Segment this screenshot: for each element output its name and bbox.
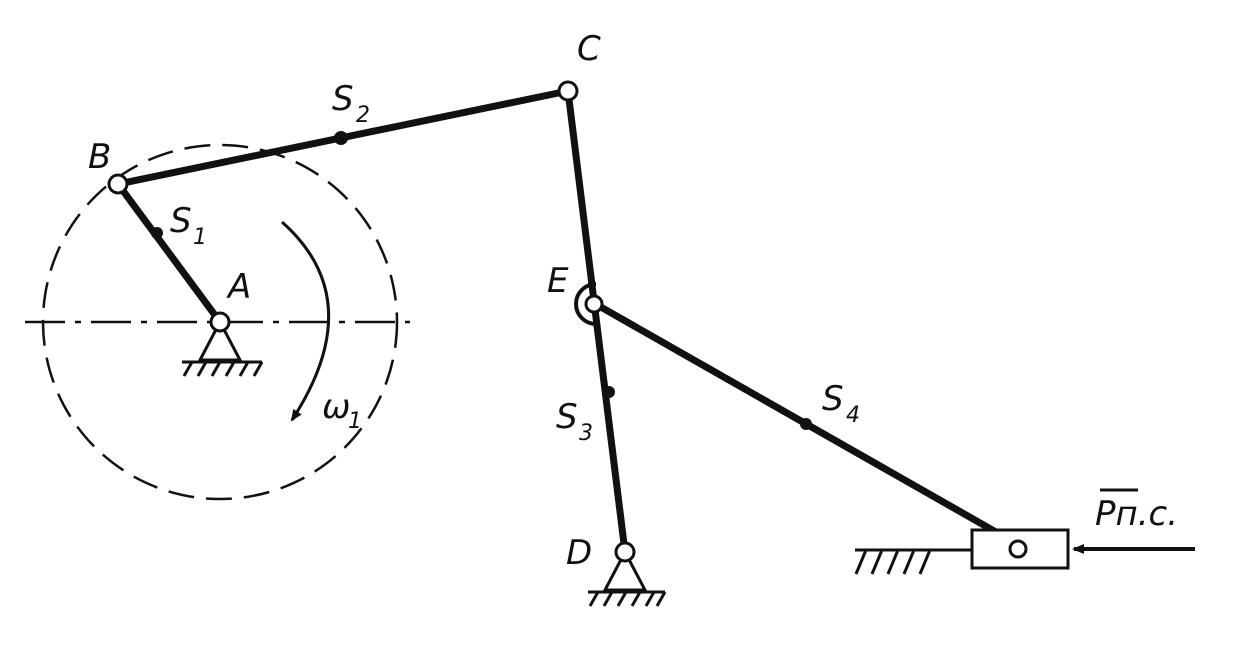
joint-e-bracket	[574, 282, 597, 326]
label-s4: S	[822, 379, 844, 419]
label-s3-sub: 3	[579, 421, 593, 446]
label-a: A	[226, 267, 251, 307]
joint-e	[584, 294, 604, 314]
mass-center-s1	[151, 227, 163, 239]
label-s3: S	[556, 397, 578, 437]
label-b: B	[88, 137, 111, 177]
joint-a	[209, 311, 231, 333]
joint-b	[107, 173, 129, 195]
joint-c	[557, 80, 579, 102]
ground-support-a	[182, 318, 264, 377]
slider-guide	[854, 548, 972, 575]
mass-center-s3	[603, 386, 615, 398]
link-ab	[114, 180, 224, 326]
joint-d	[614, 541, 636, 563]
label-omega: ω	[322, 387, 350, 427]
label-omega-sub: 1	[348, 409, 362, 434]
label-d: D	[566, 533, 592, 573]
label-s1-sub: 1	[193, 225, 207, 250]
label-e: E	[547, 261, 569, 301]
label-s2: S	[332, 79, 354, 119]
link-cd	[564, 87, 629, 556]
slider-block	[970, 528, 1070, 570]
label-s4-sub: 4	[846, 403, 860, 428]
mass-center-s2	[334, 131, 348, 145]
ground-support-d	[588, 548, 667, 607]
mass-center-s4	[800, 418, 812, 430]
joint-slider	[1008, 539, 1028, 559]
label-force: Pп.с.	[1095, 494, 1178, 534]
label-c: C	[577, 29, 601, 69]
label-s1: S	[170, 201, 192, 241]
label-s2-sub: 2	[356, 103, 370, 128]
omega-arc	[281, 220, 330, 422]
